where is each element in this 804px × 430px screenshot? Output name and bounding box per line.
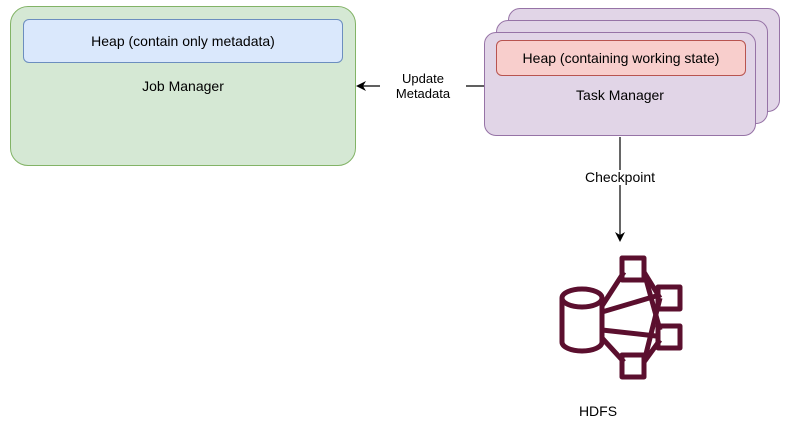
update-label-line1: Update xyxy=(402,71,444,86)
hdfs-label: HDFS xyxy=(578,403,618,419)
hdfs-icon xyxy=(559,255,683,380)
checkpoint-label: Checkpoint xyxy=(570,170,670,185)
update-label-line2: Metadata xyxy=(395,86,451,101)
task-manager-label: Task Manager xyxy=(576,87,664,103)
job-manager-label: Job Manager xyxy=(142,78,224,94)
job-manager-heap-label: Heap (contain only metadata) xyxy=(91,33,275,49)
update-metadata-label: Update Metadata xyxy=(380,71,466,101)
job-manager-heap: Heap (contain only metadata) xyxy=(23,19,343,63)
task-manager-heap: Heap (containing working state) xyxy=(496,40,746,76)
task-manager-heap-label: Heap (containing working state) xyxy=(522,50,720,66)
